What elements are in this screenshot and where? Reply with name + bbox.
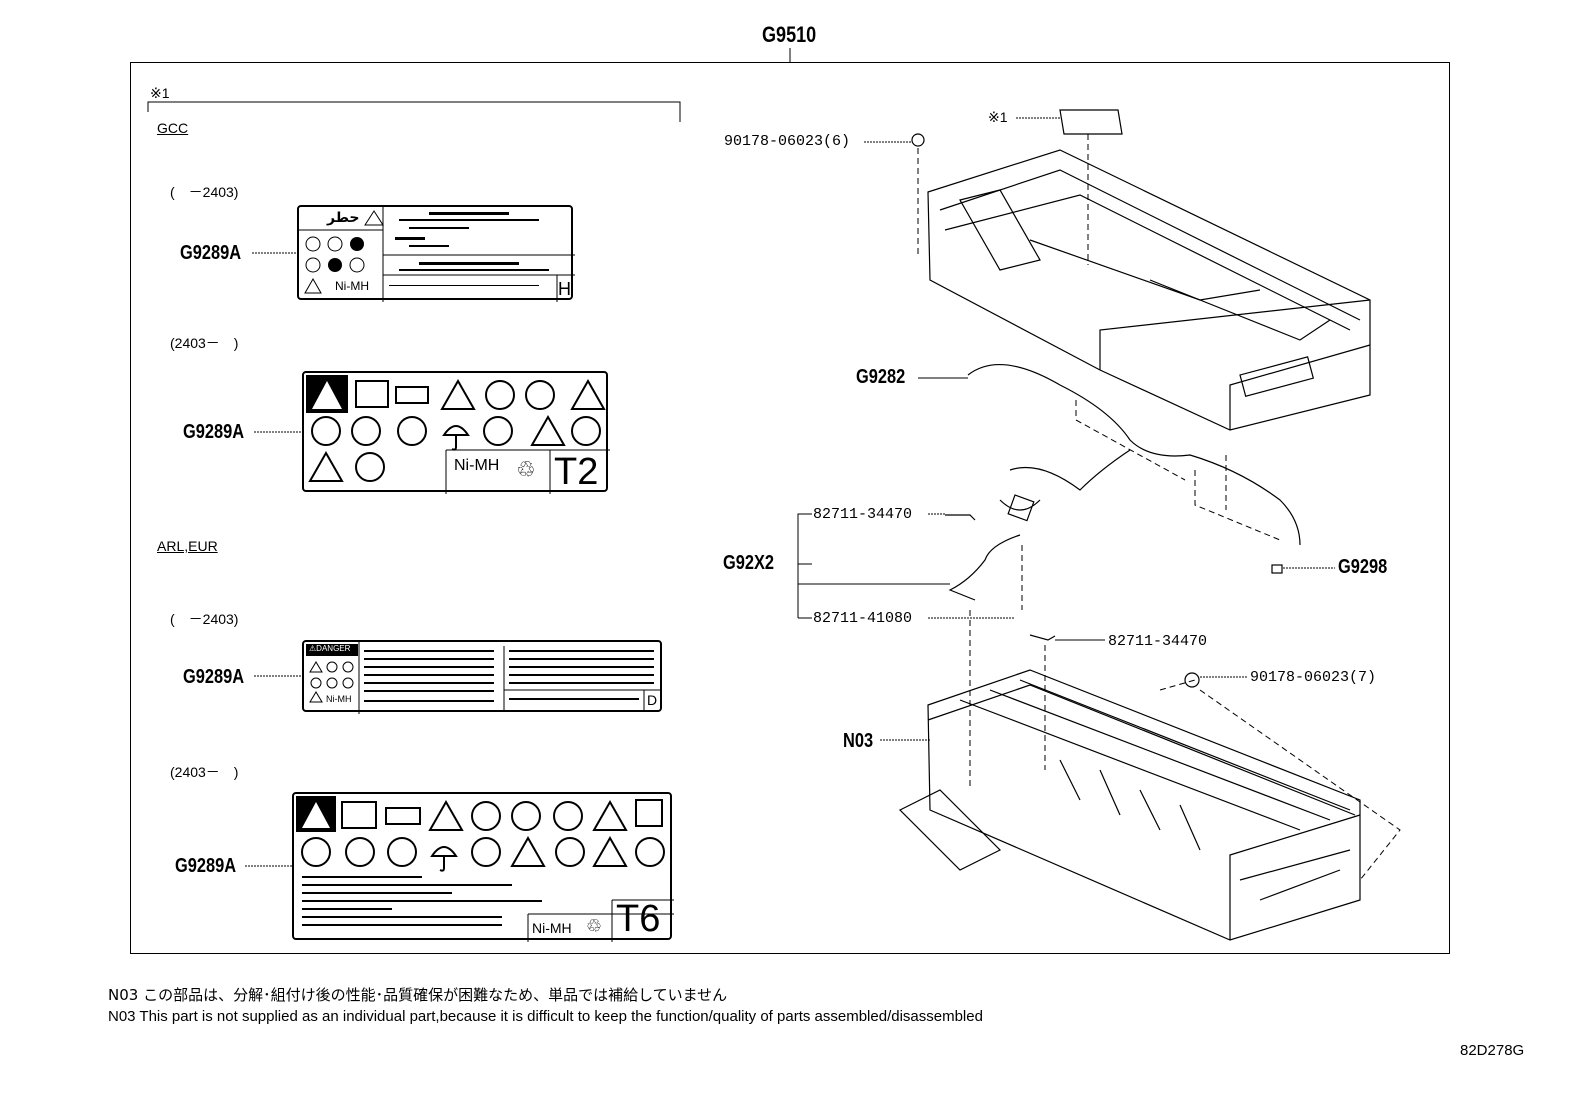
region-arl-eur: ARL,EUR bbox=[157, 538, 218, 554]
label-letter-t6: T6 bbox=[616, 898, 661, 940]
note-english: N03 This part is not supplied as an indi… bbox=[108, 1008, 983, 1025]
recycle-icon: ♲ bbox=[586, 916, 603, 936]
label-period-3: ( －2403) bbox=[170, 611, 239, 627]
danger-label-eur-old: ⚠DANGER Ni-MH D bbox=[302, 640, 662, 714]
label-code-4: G9289A bbox=[175, 855, 237, 877]
label-letter-t2: T2 bbox=[554, 451, 599, 493]
label-code-2: G9289A bbox=[183, 421, 245, 443]
label-code-1: G9289A bbox=[180, 242, 242, 264]
recycle-icon: ♲ bbox=[516, 457, 536, 482]
callout-cover-note: ※1 bbox=[988, 109, 1008, 125]
label-code-3: G9289A bbox=[183, 666, 245, 688]
arabic-warning-text: حطر bbox=[327, 209, 360, 225]
caution-label-gcc-new: Ni-MH ♲ T2 bbox=[302, 371, 610, 494]
nut-upper bbox=[911, 133, 925, 147]
label-period-2: (2403－ ) bbox=[170, 335, 239, 351]
label-graphic bbox=[306, 642, 660, 714]
note-japanese: N03 この部品は、分解･組付け後の性能･品質確保が困難なため、単品では補給して… bbox=[108, 986, 728, 1004]
cable-82711-34470-b bbox=[1029, 634, 1056, 641]
assembly-code: G9510 bbox=[762, 22, 817, 47]
label-period-1: ( －2403) bbox=[170, 184, 239, 200]
note-marker: ※1 bbox=[150, 85, 170, 101]
label-period-4: (2403－ ) bbox=[170, 764, 239, 780]
drawing-id: 82D278G bbox=[1460, 1042, 1525, 1059]
callout-nut-upper: 90178-06023(6) bbox=[724, 133, 851, 150]
cable-82711-34470-a bbox=[945, 514, 976, 521]
callout-harness: G9282 bbox=[856, 366, 906, 388]
label-graphic bbox=[299, 207, 575, 302]
diagram-frame bbox=[130, 62, 1450, 954]
battery-upper-cover bbox=[927, 149, 1371, 431]
callout-battery: N03 bbox=[843, 730, 874, 752]
callout-part-c: 82711-34470 bbox=[1108, 633, 1208, 650]
callout-part-b: 82711-41080 bbox=[813, 610, 913, 627]
cover-label-sticker bbox=[1059, 109, 1123, 135]
nut-lower bbox=[1184, 672, 1200, 688]
label-graphic bbox=[306, 375, 610, 494]
sensor-g9298 bbox=[1271, 564, 1283, 574]
callout-nut-lower: 90178-06023(7) bbox=[1250, 669, 1377, 686]
nimh-text: Ni-MH bbox=[454, 457, 500, 474]
callout-part-a: 82711-34470 bbox=[813, 506, 913, 523]
nimh-text: Ni-MH bbox=[335, 279, 369, 293]
battery-stack-n03 bbox=[927, 669, 1361, 941]
danger-text: ⚠DANGER bbox=[309, 644, 351, 653]
harness-g9282 bbox=[967, 364, 1301, 546]
nimh-text: Ni-MH bbox=[326, 694, 352, 704]
callout-sensor: G9298 bbox=[1338, 556, 1388, 578]
caution-label-gcc-old: حطر Ni-MH H bbox=[297, 205, 575, 302]
label-graphic bbox=[296, 796, 674, 942]
cable-82711-41080 bbox=[948, 534, 1021, 601]
caution-label-eur-new: Ni-MH ♲ T6 bbox=[292, 792, 674, 942]
region-gcc: GCC bbox=[157, 120, 189, 136]
label-letter-d: D bbox=[647, 692, 658, 708]
label-letter-h: H bbox=[558, 279, 571, 299]
nimh-text: Ni-MH bbox=[532, 920, 572, 936]
callout-group: G92X2 bbox=[723, 552, 775, 574]
